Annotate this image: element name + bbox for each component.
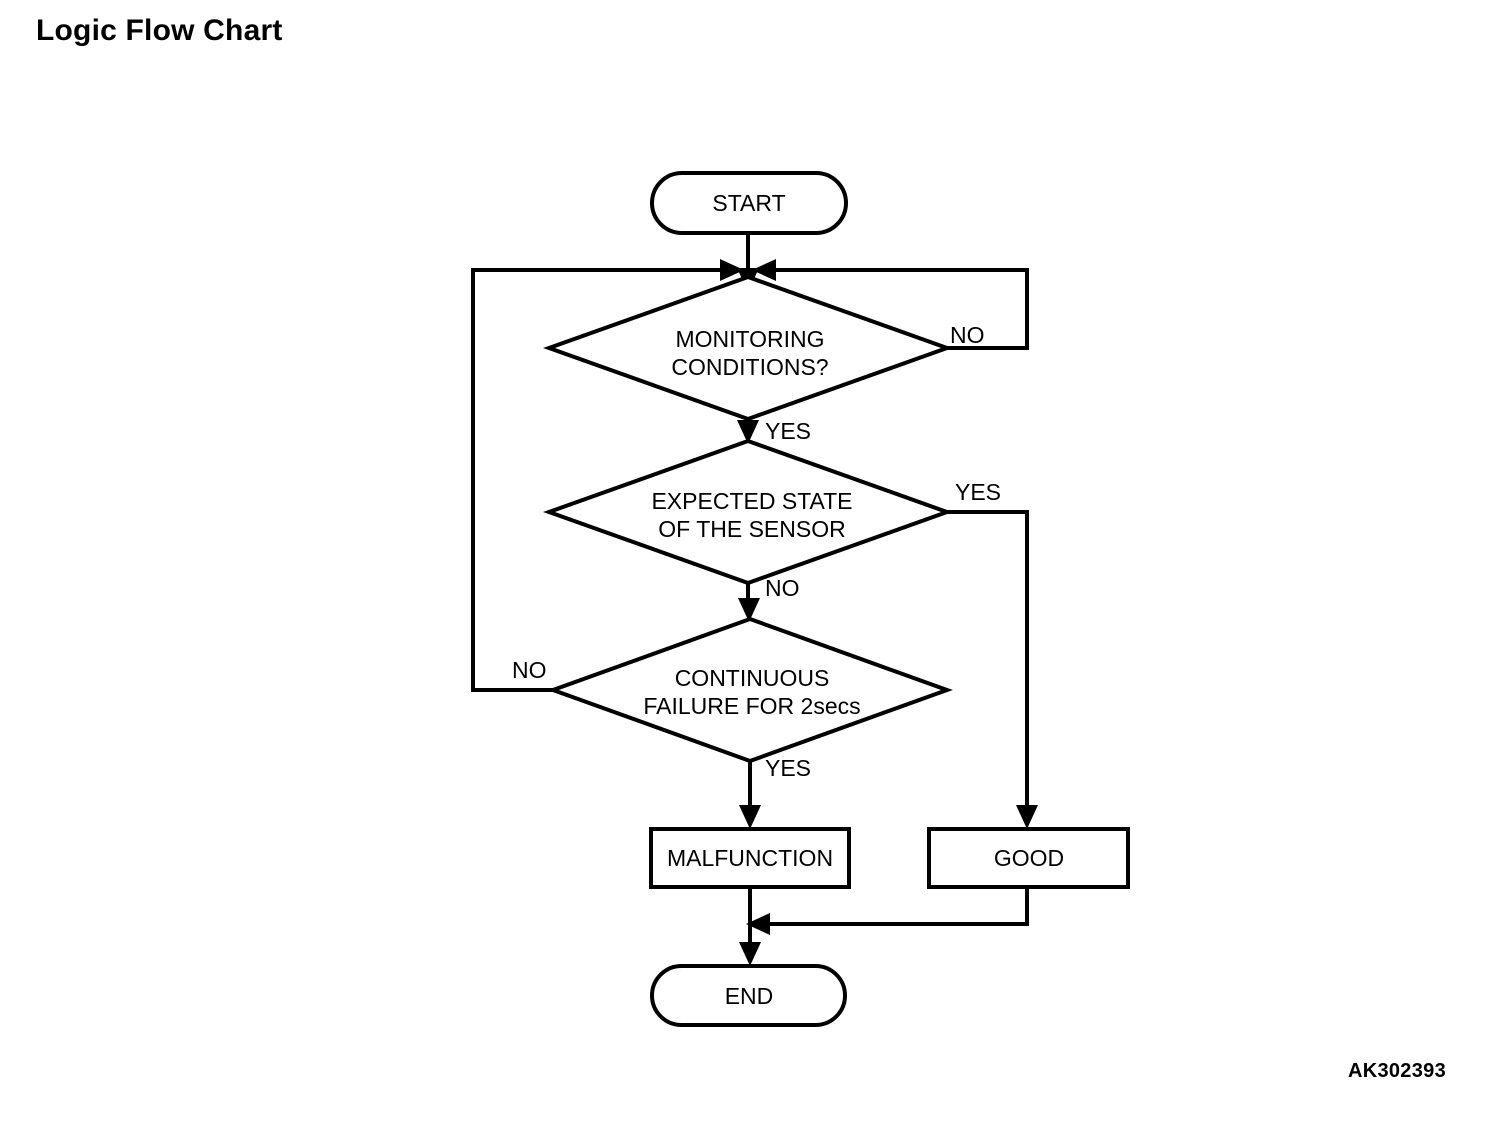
node-expected-state[interactable]: EXPECTED STATE OF THE SENSOR (543, 438, 953, 586)
node-malfunction[interactable]: MALFUNCTION (649, 827, 851, 889)
node-continuous-failure[interactable]: CONTINUOUS FAILURE FOR 2secs (547, 616, 953, 764)
arrowhead-into-good (1016, 805, 1038, 829)
node-good[interactable]: GOOD (927, 827, 1130, 889)
node-end[interactable]: END (650, 964, 847, 1027)
edge-label-continuous-no: NO (512, 657, 547, 683)
node-good-label: GOOD (994, 845, 1064, 871)
node-monitoring-label-line1: MONITORING (675, 326, 824, 352)
edge-monitoring-no-loopback (752, 259, 1029, 350)
arrowhead-into-malfunction (739, 805, 761, 829)
arrowhead-into-end (739, 942, 761, 966)
node-monitoring-conditions[interactable]: MONITORING CONDITIONS? (543, 274, 953, 422)
page-title: Logic Flow Chart (36, 14, 283, 47)
node-start[interactable]: START (650, 171, 848, 235)
arrowhead-into-continuous (738, 598, 760, 622)
node-malfunction-label: MALFUNCTION (667, 845, 833, 871)
edge-label-expected-no: NO (765, 575, 800, 601)
arrowhead-into-expected (737, 420, 759, 444)
arrowhead-loop-left (720, 259, 744, 281)
edge-expected-no (738, 583, 760, 622)
node-start-label: START (712, 190, 785, 216)
arrowhead-loop-right (752, 259, 776, 281)
edge-label-continuous-yes: YES (765, 755, 811, 781)
edge-continuous-no-loopback (471, 259, 744, 692)
node-end-label: END (725, 983, 774, 1009)
edge-expected-yes (947, 510, 1038, 829)
edge-label-monitoring-yes: YES (765, 418, 811, 444)
edge-label-expected-yes: YES (955, 479, 1001, 505)
arrowhead-merge-left (746, 913, 770, 935)
edge-continuous-yes (739, 761, 761, 829)
edge-monitoring-yes (737, 419, 759, 444)
node-continuous-label-line1: CONTINUOUS (675, 665, 830, 691)
edge-label-monitoring-no: NO (950, 322, 985, 348)
node-monitoring-label-line2: CONDITIONS? (671, 354, 828, 380)
edge-malfunction-to-end (739, 887, 761, 966)
node-expected-label-line1: EXPECTED STATE (651, 488, 852, 514)
node-expected-label-line2: OF THE SENSOR (658, 516, 845, 542)
reference-code: AK302393 (1347, 1060, 1446, 1082)
node-continuous-label-line2: FAILURE FOR 2secs (643, 693, 860, 719)
edge-good-to-end (746, 887, 1029, 935)
